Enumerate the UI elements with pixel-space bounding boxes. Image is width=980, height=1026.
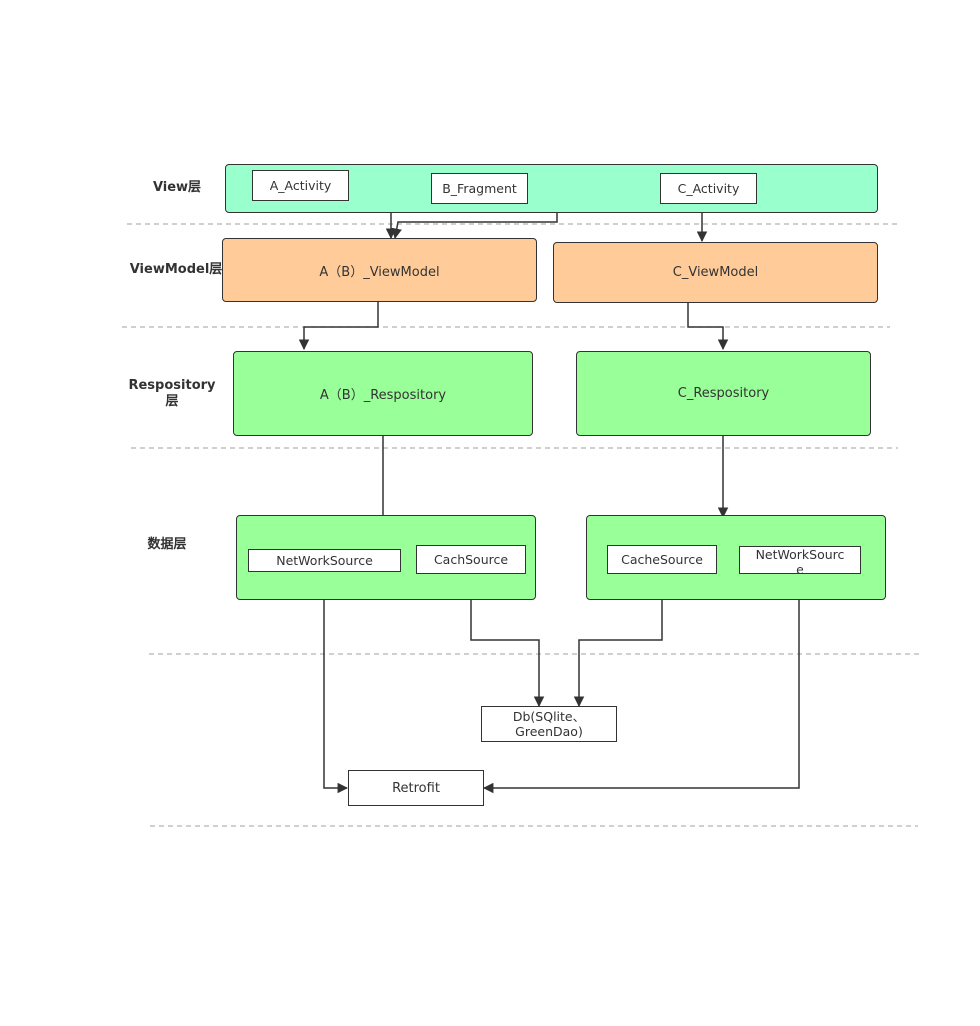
- left-cach-source-node[interactable]: CachSource: [416, 545, 526, 574]
- layer-label-viewmodel: ViewModel层: [129, 262, 223, 277]
- right-network-source-line1: NetWorkSourc: [755, 547, 845, 562]
- db-node-line2: GreenDao): [515, 724, 583, 739]
- retrofit-node[interactable]: Retrofit: [348, 770, 484, 806]
- layer-label-view: View层: [152, 180, 202, 195]
- arrow-cachsource-to-db: [470, 573, 545, 708]
- ab-viewmodel-node[interactable]: A（B）_ViewModel: [222, 238, 537, 302]
- db-node-line1: Db(SQlite、: [512, 709, 586, 724]
- left-network-source-node[interactable]: NetWorkSource: [248, 549, 401, 572]
- b-fragment-node[interactable]: B_Fragment: [431, 173, 528, 204]
- layer-label-repository-line1: Respository: [128, 378, 216, 393]
- c-repository-node[interactable]: C_Respository: [576, 351, 871, 436]
- db-node[interactable]: Db(SQlite、 GreenDao): [481, 706, 617, 742]
- ab-repository-node[interactable]: A（B）_Respository: [233, 351, 533, 436]
- arrow-ab-viewmodel-to-ab-repository: [298, 302, 379, 351]
- right-cache-source-node[interactable]: CacheSource: [607, 545, 717, 574]
- arrow-right-network-to-retrofit: [482, 573, 800, 794]
- layer-label-data: 数据层: [147, 537, 187, 552]
- right-network-source-line2: e: [796, 562, 804, 577]
- layer-label-repository-line2: 层: [165, 394, 179, 409]
- a-activity-node[interactable]: A_Activity: [252, 170, 349, 201]
- arrow-c-viewmodel-to-c-repository: [687, 302, 729, 351]
- arrow-left-network-to-retrofit: [323, 571, 349, 794]
- layer-label-repository: Respository 层: [122, 378, 222, 410]
- right-network-source-node[interactable]: NetWorkSourc e: [739, 546, 861, 577]
- c-activity-node[interactable]: C_Activity: [660, 173, 757, 204]
- arrow-cachesource-to-db: [573, 573, 663, 708]
- c-viewmodel-node[interactable]: C_ViewModel: [553, 242, 878, 303]
